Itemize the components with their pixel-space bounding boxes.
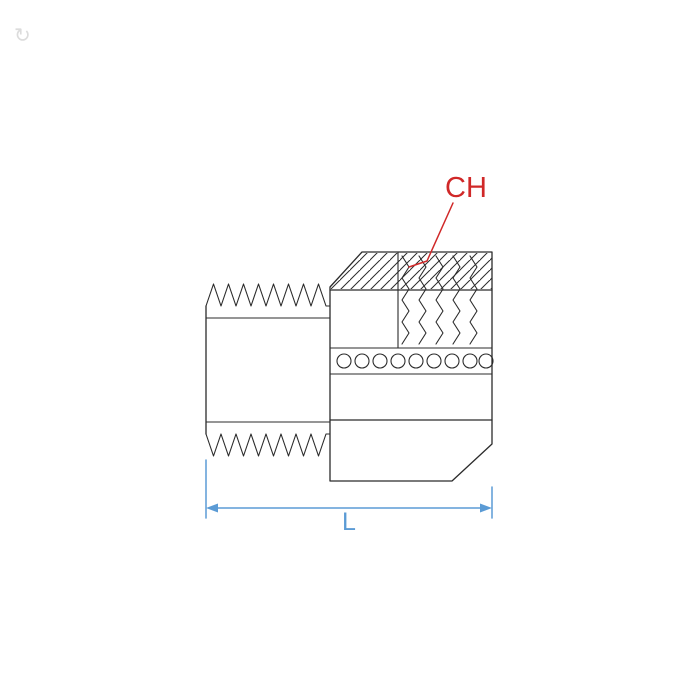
thread-crest: [354, 353, 370, 369]
thread-crest: [426, 353, 442, 369]
thread-crest: [478, 353, 494, 369]
thread-crest: [444, 353, 460, 369]
thread-crest: [372, 353, 388, 369]
thread-crest-scallops: [336, 353, 494, 369]
hex-top-hatched-facet: [331, 253, 492, 289]
length-label: L: [342, 508, 356, 536]
ch-label: CH: [445, 172, 487, 204]
male-thread-bottom-profile: [205, 433, 331, 457]
thread-band-lines: [329, 347, 493, 375]
ch-leader-line: [408, 202, 454, 268]
ch-callout: CH: [408, 172, 487, 268]
male-thread-top-profile: [205, 283, 331, 307]
dimension-extension-lines: [205, 459, 493, 519]
hex-body: [329, 251, 493, 482]
thread-crest: [462, 353, 478, 369]
female-thread: [329, 251, 494, 375]
thread-crest: [390, 353, 406, 369]
male-thread-root-lines: [205, 317, 331, 423]
female-thread-zigzags: [401, 255, 478, 345]
male-thread: [205, 283, 331, 457]
watermark-icon: ↻: [14, 25, 31, 47]
thread-crest: [336, 353, 352, 369]
dimension-arrow-right: [480, 503, 492, 513]
hex-facet-lines: [329, 289, 493, 421]
dimension-arrow-left: [206, 503, 218, 513]
hex-outline: [329, 251, 493, 482]
length-dimension: L: [205, 459, 493, 536]
thread-crest: [408, 353, 424, 369]
